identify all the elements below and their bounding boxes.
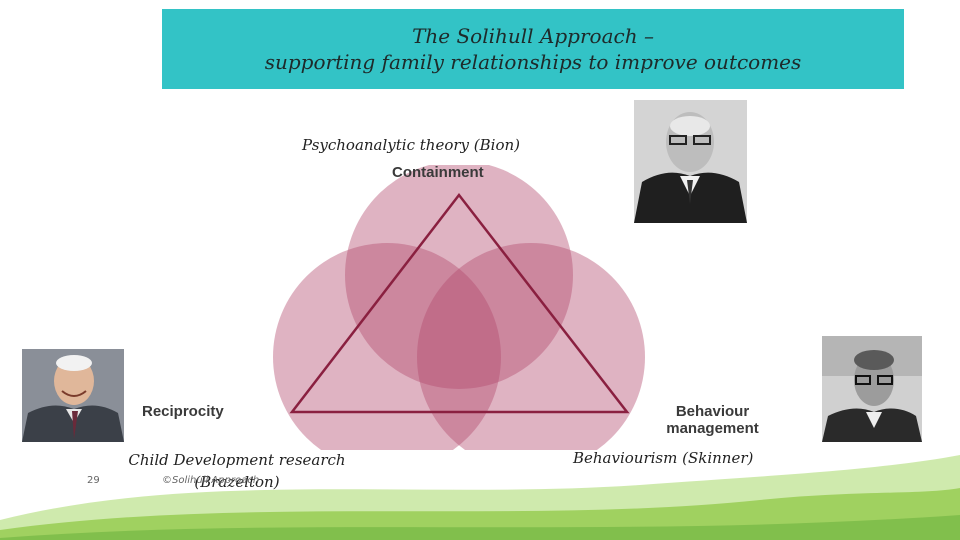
behaviour-management-label: Behaviour management (645, 403, 780, 437)
child-development-line-1: Child Development research (128, 451, 346, 469)
behaviour-management-line-2: management (666, 420, 759, 437)
behaviour-management-line-1: Behaviour (675, 403, 750, 420)
circle-containment (345, 161, 573, 389)
circle-reciprocity (273, 243, 501, 471)
psychoanalytic-theory-label: Psychoanalytic theory (Bion) (302, 136, 520, 154)
triangle-outline (289, 192, 630, 414)
containment-label: Containment (392, 164, 484, 181)
child-development-line-2: (Brazelton) (194, 473, 280, 491)
title-line-1: The Solihull Approach – (412, 24, 654, 48)
brazelton-portrait-photo (22, 349, 124, 442)
behaviourism-label: Behaviourism (Skinner) (573, 449, 754, 467)
child-development-label: Child Development research (Brazelton) (111, 449, 363, 493)
bion-portrait-photo (634, 100, 747, 223)
copyright-text: ©Solihull Approach (162, 475, 260, 486)
skinner-portrait-photo (822, 336, 922, 442)
reciprocity-label: Reciprocity (142, 403, 224, 420)
page-number: 29 (87, 475, 100, 486)
title-line-2: supporting family relationships to impro… (264, 50, 802, 74)
title-banner: The Solihull Approach – supporting famil… (162, 9, 904, 89)
venn-triangle-svg (273, 161, 645, 471)
circle-behaviour-management (417, 243, 645, 471)
